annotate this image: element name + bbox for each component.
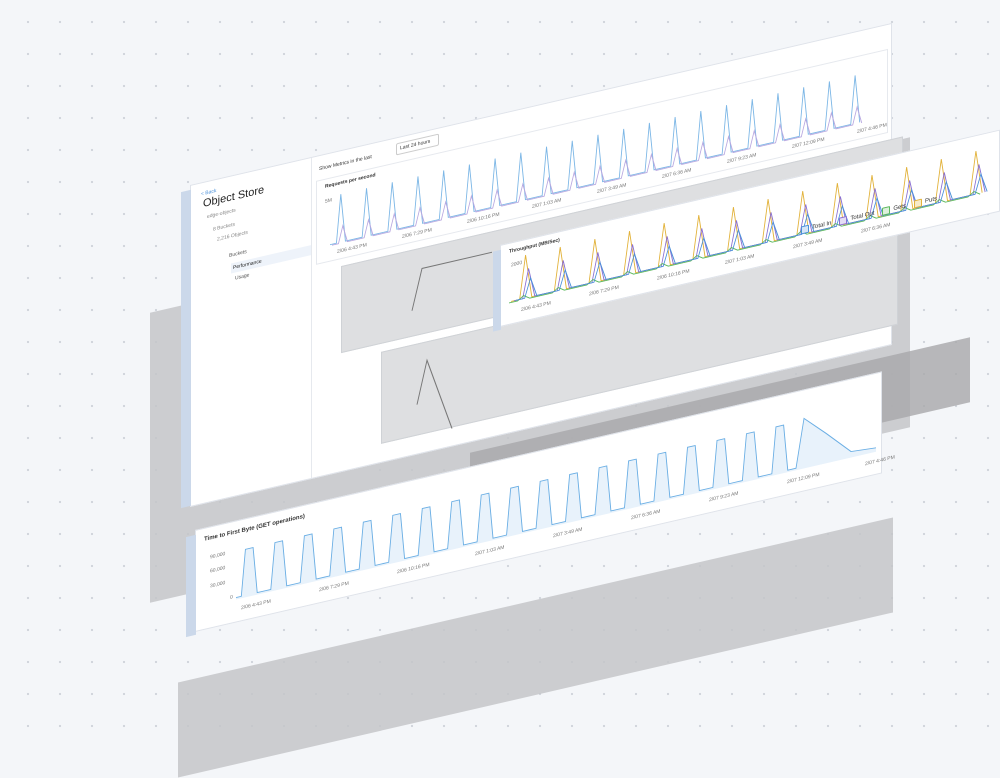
ttfb-y-tick-2: 30,000: [210, 580, 226, 590]
throughput-card-edge: [493, 249, 501, 332]
ttfb-series-line: [236, 417, 877, 598]
ttfb_chart-x-tick: 2/06 7:29 PM: [319, 580, 349, 594]
ttfb-y-tick-1: 60,000: [210, 565, 226, 575]
hidden-chart-card-2: [381, 232, 898, 444]
sidebar: < Back Object Store edge-objects 8 Bucke…: [191, 157, 312, 506]
hidden-chart-card-1: [341, 136, 903, 354]
main-panel-edge: [181, 189, 191, 509]
time-range-select[interactable]: Last 24 hours: [396, 133, 440, 156]
ttfb_chart-x-tick: 2/06 10:16 PM: [397, 561, 430, 576]
ttfb_chart-x-tick: 2/06 4:43 PM: [241, 598, 271, 612]
main-app-window: < Back Object Store edge-objects 8 Bucke…: [181, 22, 903, 509]
sidebar-item-buckets[interactable]: Buckets: [229, 248, 247, 259]
sidebar-item-usage[interactable]: Usage: [235, 272, 250, 282]
throughput-line-chart: [509, 150, 988, 304]
buckets-count: 8 Buckets: [213, 221, 235, 233]
requests-series-line: [330, 75, 861, 246]
total-in-series-line: [516, 172, 988, 301]
ttfb-chart-card: Time to First Byte (GET operations) 90,0…: [186, 371, 895, 638]
store-subtitle: edge-objects: [207, 207, 236, 221]
ttfb_chart-x-tick: 2/07 9:23 AM: [709, 490, 739, 504]
ttfb_chart-x-tick: 2/07 1:03 AM: [475, 544, 505, 558]
requests-line-chart: [330, 75, 863, 246]
ttfb-series-area: [236, 418, 876, 600]
ttfb_chart-x-tick: 2/07 6:36 AM: [631, 508, 661, 522]
objects-count: 2,216 Objects: [217, 229, 248, 243]
requests-series-secondary-line: [332, 105, 863, 246]
ttfb-card-edge: [186, 534, 196, 638]
ttfb-y-tick-3: 0: [230, 594, 233, 601]
ttfb_chart-x-tick: 2/07 3:49 AM: [553, 526, 583, 540]
ttfb-line-chart: [236, 417, 877, 600]
ttfb_chart-x-tick: 2/07 12:09 PM: [787, 471, 820, 486]
ttfb-y-tick-0: 90,000: [210, 551, 226, 561]
